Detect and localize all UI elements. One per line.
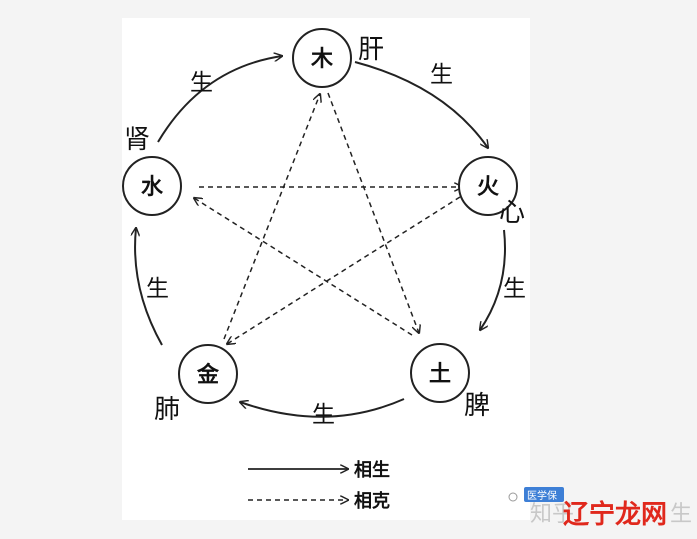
sheng-label-metal-water: 生 (146, 276, 169, 302)
organ-heart-label: 心 (499, 198, 525, 228)
node-wood-label: 木 (310, 46, 334, 72)
sheng-label-wood-fire: 生 (430, 62, 453, 88)
line-metal-to-wood (223, 94, 320, 340)
watermark-brand: 辽宁龙网 (563, 499, 667, 530)
node-metal-label: 金 (196, 362, 220, 388)
node-earth-label: 土 (429, 361, 451, 387)
node-earth: 土 (410, 343, 470, 403)
legend-generating-label: 相生 (354, 459, 390, 481)
organ-lung-label: 肺 (154, 395, 180, 425)
generating-cycle (135, 56, 506, 418)
watermark-badge (524, 487, 564, 502)
diagram-canvas: 木 火 土 金 水 肝 心 脾 肺 肾 生 生 生 生 生 (122, 18, 530, 520)
overcoming-cycle (194, 93, 462, 344)
node-fire-label: 火 (477, 174, 499, 200)
arc-fire-to-earth (480, 229, 506, 330)
legend: 相生 相克 (248, 459, 390, 512)
legend-overcoming-label: 相克 (354, 490, 390, 512)
node-water: 水 (122, 156, 182, 216)
organ-spleen-label: 脾 (464, 391, 490, 421)
line-fire-to-metal (227, 196, 461, 344)
watermark-badge-text: 医学保 (527, 489, 557, 502)
arc-metal-to-water (135, 228, 163, 346)
five-elements-diagram: 木 火 土 金 水 肝 心 脾 肺 肾 生 生 生 生 生 (122, 28, 526, 512)
sheng-label-fire-earth: 生 (503, 276, 526, 302)
organ-liver-label: 肝 (358, 35, 384, 65)
node-wood: 木 (292, 28, 352, 88)
watermark-faint-right: 生 (670, 502, 692, 527)
sheng-label-earth-metal: 生 (312, 402, 335, 428)
arc-earth-to-metal (240, 398, 405, 418)
line-earth-to-water (194, 198, 413, 336)
node-fire: 火 (458, 156, 518, 216)
sheng-label-water-wood: 生 (190, 70, 213, 96)
node-metal: 金 (178, 344, 238, 404)
watermark-faint-left: 知乎 (530, 502, 574, 527)
node-water-label: 水 (141, 174, 164, 200)
arc-wood-to-fire (354, 61, 488, 148)
line-wood-to-earth (327, 92, 419, 333)
arc-water-to-wood (157, 56, 282, 143)
organ-kidney-label: 肾 (124, 125, 150, 155)
